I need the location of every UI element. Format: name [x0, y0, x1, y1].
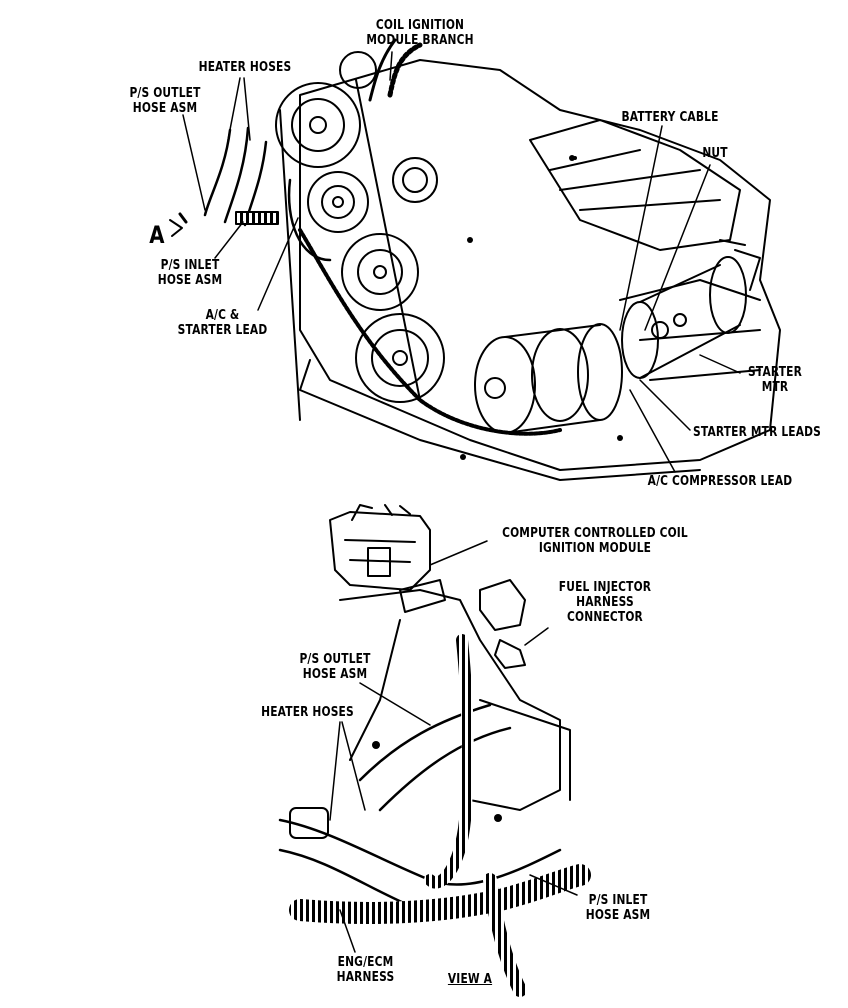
- label-battery-cable: BATTERY CABLE: [621, 110, 719, 125]
- label-ps-outlet-bottom: P/S OUTLET HOSE ASM: [299, 652, 371, 682]
- eng-ecm-harness-vertical: [424, 634, 474, 889]
- eng-ecm-harness-horizontal: [289, 864, 591, 924]
- hose-clamp-bottom: [289, 807, 329, 839]
- leaders-bottom: [329, 540, 578, 953]
- label-starter-mtr-leads: STARTER MTR LEADS: [692, 425, 822, 440]
- label-ps-inlet-top: P/S INLET HOSE ASM: [157, 258, 223, 288]
- hoses-top: [203, 126, 332, 262]
- label-starter-mtr: STARTER MTR: [747, 365, 803, 395]
- label-nut: NUT: [702, 146, 728, 161]
- pulleys-top: [275, 51, 445, 421]
- coil-branch-harness: [387, 42, 423, 98]
- label-ps-outlet-top: P/S OUTLET HOSE ASM: [129, 86, 201, 116]
- label-fuel-injector-connector: FUEL INJECTOR HARNESS CONNECTOR: [558, 580, 652, 625]
- starter-motor-top: [621, 239, 761, 379]
- label-ac-compressor-lead: A/C COMPRESSOR LEAD: [647, 474, 793, 489]
- engine-block-bottom: [339, 589, 571, 811]
- engine-block-top: [299, 59, 781, 481]
- label-eng-ecm-harness: ENG/ECM HARNESS: [336, 955, 395, 985]
- fuel-injector-connector-bottom: [479, 579, 549, 669]
- label-coil-ignition-module-branch: COIL IGNITION MODULE BRANCH: [366, 18, 474, 48]
- ps-inlet-hose-ribbed: [235, 211, 279, 225]
- label-computer-controlled-coil: COMPUTER CONTROLLED COIL IGNITION MODULE: [502, 526, 688, 556]
- leaders-top: [182, 51, 741, 473]
- ac-compressor-top: [474, 323, 623, 434]
- ac-starter-lead-harness: [298, 228, 562, 436]
- label-heater-hoses-top: HEATER HOSES: [198, 60, 292, 75]
- label-heater-hoses-bottom: HEATER HOSES: [261, 705, 354, 720]
- label-view-marker-a: A: [149, 221, 165, 249]
- coil-module-bottom: [329, 504, 446, 613]
- bolts-top: [460, 155, 623, 460]
- ps-inlet-hose-ribbed-bottom: [483, 873, 527, 997]
- label-ac-starter-lead: A/C & STARTER LEAD: [177, 308, 268, 338]
- label-ps-inlet-bottom: P/S INLET HOSE ASM: [585, 893, 651, 923]
- label-view-a-caption: VIEW A: [447, 972, 493, 987]
